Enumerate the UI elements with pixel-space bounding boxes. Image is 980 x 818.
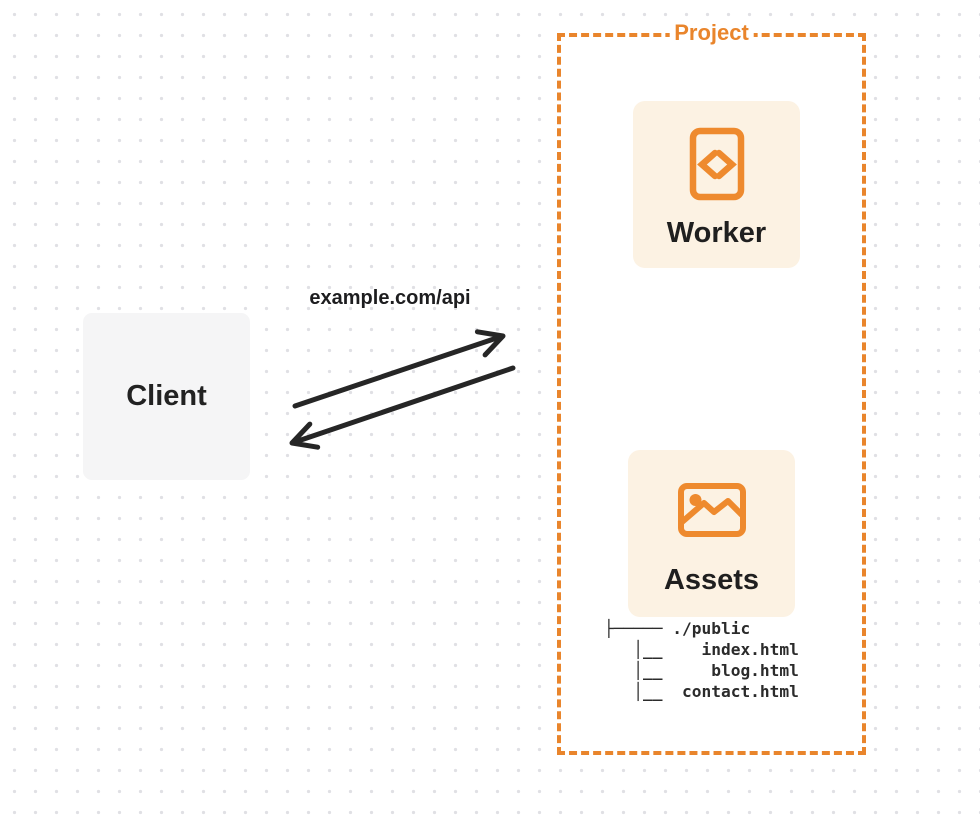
assets-label: Assets: [663, 564, 760, 596]
assets-node: Assets: [628, 450, 795, 617]
worker-node: Worker: [633, 101, 800, 268]
code-file-icon: [689, 127, 744, 201]
worker-label: Worker: [666, 217, 767, 249]
project-label: Project: [669, 20, 754, 47]
request-response-arrows: [289, 329, 516, 450]
image-icon: [677, 483, 746, 537]
request-arrow: [292, 329, 506, 409]
request-url-label: example.com/api: [309, 287, 471, 309]
client-label: Client: [126, 380, 207, 412]
client-node: Client: [83, 313, 250, 480]
response-arrow: [289, 365, 516, 450]
public-file-tree: ├───── ./public │__ index.html │__ blog.…: [604, 619, 799, 701]
